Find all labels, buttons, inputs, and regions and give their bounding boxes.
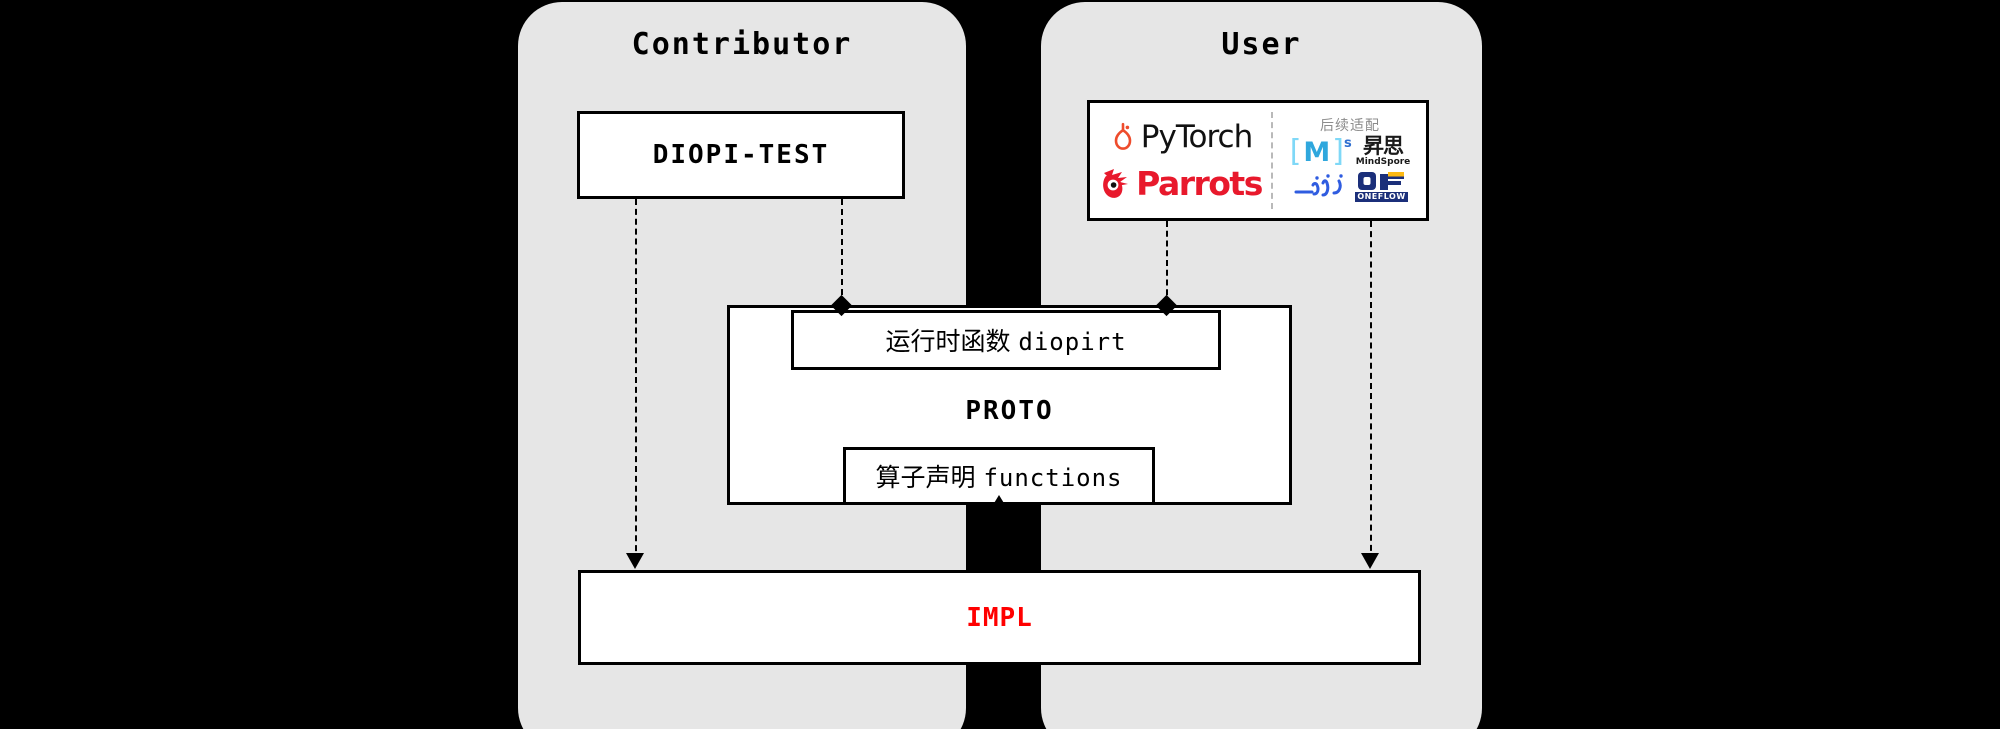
- node-functions-cjk: 算子声明: [875, 463, 976, 492]
- node-frameworks[interactable]: PyTorch Parrots 后续适配 [ M: [1087, 100, 1429, 221]
- mindspore-bracket-open: [: [1289, 134, 1302, 170]
- connector-frameworks-to-proto: [1166, 221, 1168, 305]
- node-functions-label: 算子声明 functions: [875, 458, 1122, 494]
- logo-pytorch-wordmark: PyTorch: [1140, 118, 1253, 155]
- node-diopirt-mono: diopirt: [1018, 328, 1127, 356]
- connector-frameworks-to-impl: [1370, 221, 1372, 561]
- node-diopi-test-label: DIOPI-TEST: [652, 140, 830, 170]
- future-support-label: 后续适配: [1320, 117, 1380, 134]
- node-impl[interactable]: IMPL: [578, 570, 1421, 665]
- arrowhead-down-icon: [1361, 553, 1379, 569]
- mindspore-cjk-name: 昇思: [1363, 133, 1404, 158]
- frameworks-planned-group: 后续适配 [ M ] s 昇思 MindSpore: [1281, 108, 1419, 213]
- node-diopirt-cjk: 运行时函数: [885, 327, 1011, 356]
- logo-parrots-wordmark: Parrots: [1136, 163, 1263, 203]
- oneflow-script-icon: [1294, 174, 1344, 197]
- arrowhead-down-icon: [626, 553, 644, 569]
- node-proto-label: PROTO: [965, 396, 1054, 426]
- panel-title-user: User: [1221, 27, 1302, 62]
- mindspore-superscript: s: [1344, 136, 1352, 152]
- parrots-bird-icon: [1103, 169, 1129, 198]
- node-diopirt-label: 运行时函数 diopirt: [885, 322, 1126, 358]
- connector-diopi-test-to-impl: [635, 199, 637, 561]
- logo-divider: [1271, 112, 1273, 209]
- oneflow-wordmark: ONEFLOW: [1355, 192, 1408, 203]
- mindspore-bracket-close: ]: [1332, 134, 1344, 170]
- panel-title-contributor: Contributor: [631, 27, 853, 62]
- logo-mindspore: [ M ] s 昇思 MindSpore: [1290, 135, 1411, 169]
- node-functions-mono: functions: [983, 464, 1123, 492]
- node-diopirt[interactable]: 运行时函数 diopirt: [791, 310, 1221, 370]
- oneflow-mark-icon: [1357, 172, 1404, 191]
- logo-oneflow: ONEFLOW: [1292, 170, 1408, 203]
- frameworks-supported-group: PyTorch Parrots: [1097, 108, 1265, 213]
- logo-parrots: Parrots: [1100, 160, 1263, 206]
- node-diopi-test[interactable]: DIOPI-TEST: [577, 111, 905, 199]
- mindspore-latin-name: MindSpore: [1355, 156, 1411, 167]
- mindspore-letter: M: [1303, 136, 1331, 168]
- logo-pytorch: PyTorch: [1110, 115, 1253, 159]
- arrowhead-up-icon: [988, 495, 1010, 513]
- connector-diopi-test-to-proto: [841, 199, 843, 305]
- pytorch-flame-icon: [1114, 122, 1132, 150]
- node-impl-label: IMPL: [966, 602, 1033, 633]
